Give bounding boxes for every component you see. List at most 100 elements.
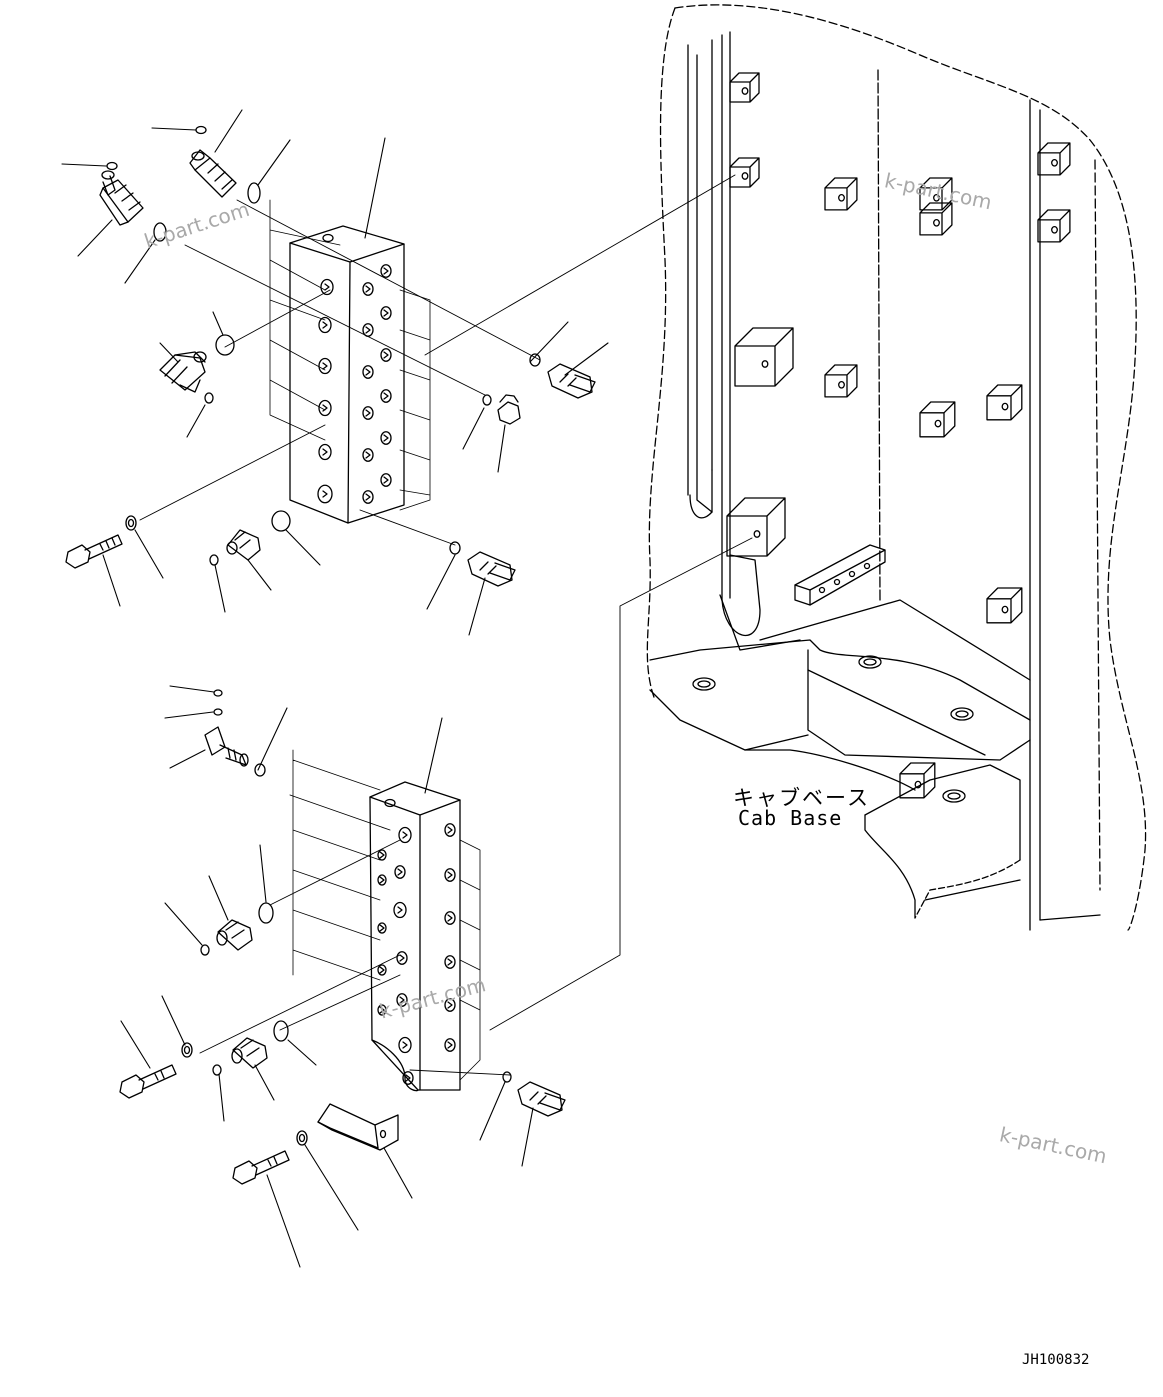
sensor-lower	[517, 1081, 566, 1117]
port-thread-mark	[324, 283, 330, 291]
manifold-port	[380, 348, 392, 362]
bracket-hole	[1051, 158, 1058, 167]
manifold-port	[444, 823, 456, 837]
manifold-port	[380, 473, 392, 487]
manifold-port	[380, 431, 392, 445]
port-thread-mark	[405, 1074, 411, 1082]
cab-base-japanese-label: キャブベース	[733, 786, 870, 810]
manifold-port	[444, 1038, 456, 1052]
hidden-port-lines	[269, 199, 481, 1081]
port-thread-mark	[447, 1041, 453, 1049]
bracket-hole	[933, 193, 940, 202]
port-thread-mark	[322, 490, 328, 498]
manifold-port	[377, 1004, 387, 1016]
lower-manifold-block	[369, 781, 461, 1092]
port-thread-mark	[322, 448, 328, 456]
manifold-port	[393, 901, 407, 919]
fitting-upper-bottom	[226, 529, 261, 561]
manifold-port	[377, 849, 387, 861]
manifold-port	[444, 868, 456, 882]
bracket-cube	[734, 327, 794, 387]
upper-manifold-ports	[317, 264, 392, 504]
lower-manifold-ports	[377, 823, 456, 1085]
manifold-port	[396, 993, 408, 1007]
manifold-port	[396, 951, 408, 965]
plug-upper	[497, 394, 521, 425]
mount-bracket-lower	[317, 1103, 399, 1151]
port-thread-mark	[402, 831, 408, 839]
port-thread-mark	[379, 1006, 385, 1014]
manifold-port	[362, 490, 374, 504]
bracket-cube	[986, 587, 1023, 624]
bracket-cube	[1037, 209, 1071, 243]
bolt-upper	[65, 534, 123, 569]
manifold-port	[317, 484, 333, 504]
bolt-lower-1	[119, 1064, 177, 1099]
manifold-port	[398, 826, 412, 844]
port-thread-mark	[447, 1001, 453, 1009]
manifold-port	[362, 282, 374, 296]
elbow-fitting-upper-mid	[189, 149, 237, 198]
bracket-hole	[838, 193, 845, 202]
manifold-port	[318, 399, 332, 417]
bracket-cube	[919, 177, 953, 211]
bracket-cube	[824, 364, 858, 398]
mounting-strip	[794, 544, 886, 606]
manifold-port	[377, 874, 387, 886]
manifold-port	[377, 922, 387, 934]
bracket-cube	[726, 497, 786, 557]
port-thread-mark	[365, 326, 371, 334]
elbow-fitting-upper-left	[99, 170, 144, 226]
manifold-port	[318, 316, 332, 334]
manifold-port	[444, 998, 456, 1012]
port-thread-mark	[399, 996, 405, 1004]
port-thread-mark	[365, 451, 371, 459]
bracket-cube	[729, 157, 760, 188]
bracket-cube	[899, 762, 936, 799]
manifold-port	[362, 365, 374, 379]
port-thread-mark	[402, 1041, 408, 1049]
sensor-upper-right	[547, 363, 596, 399]
port-thread-mark	[365, 409, 371, 417]
port-thread-mark	[379, 924, 385, 932]
bracket-hole	[933, 218, 940, 227]
port-thread-mark	[365, 493, 371, 501]
bracket-hole	[1001, 605, 1009, 614]
bolt-lower-2	[232, 1150, 290, 1185]
sensor-upper-lower	[467, 551, 516, 587]
cab-base-english-label: Cab Base	[738, 806, 843, 830]
port-thread-mark	[365, 368, 371, 376]
o-rings-lower	[200, 689, 512, 1083]
manifold-port	[377, 964, 387, 976]
bracket-hole	[753, 530, 761, 538]
washer-upper	[125, 515, 137, 531]
port-thread-mark	[379, 851, 385, 859]
port-thread-mark	[447, 914, 453, 922]
bracket-cube	[919, 202, 953, 236]
port-thread-mark	[397, 906, 403, 914]
washers-lower	[181, 1042, 308, 1146]
bracket-cube	[986, 384, 1023, 421]
upper-manifold-block	[289, 225, 405, 524]
assembly-lines	[139, 174, 753, 1076]
bracket-hole	[741, 172, 749, 180]
bracket-cube	[919, 401, 956, 438]
manifold-port	[320, 278, 334, 296]
port-thread-mark	[379, 876, 385, 884]
port-thread-mark	[383, 267, 389, 275]
cab-base-frame	[646, 4, 1147, 931]
manifold-port	[362, 406, 374, 420]
port-thread-mark	[365, 285, 371, 293]
manifold-port	[362, 448, 374, 462]
manifold-port	[380, 389, 392, 403]
bracket-hole	[838, 380, 845, 389]
port-thread-mark	[379, 966, 385, 974]
port-thread-mark	[383, 309, 389, 317]
fitting-lower-bottom	[231, 1037, 268, 1069]
port-thread-mark	[322, 362, 328, 370]
bracket-hole	[914, 780, 922, 789]
manifold-port	[444, 955, 456, 969]
port-thread-mark	[383, 434, 389, 442]
bracket-cube	[824, 177, 858, 211]
